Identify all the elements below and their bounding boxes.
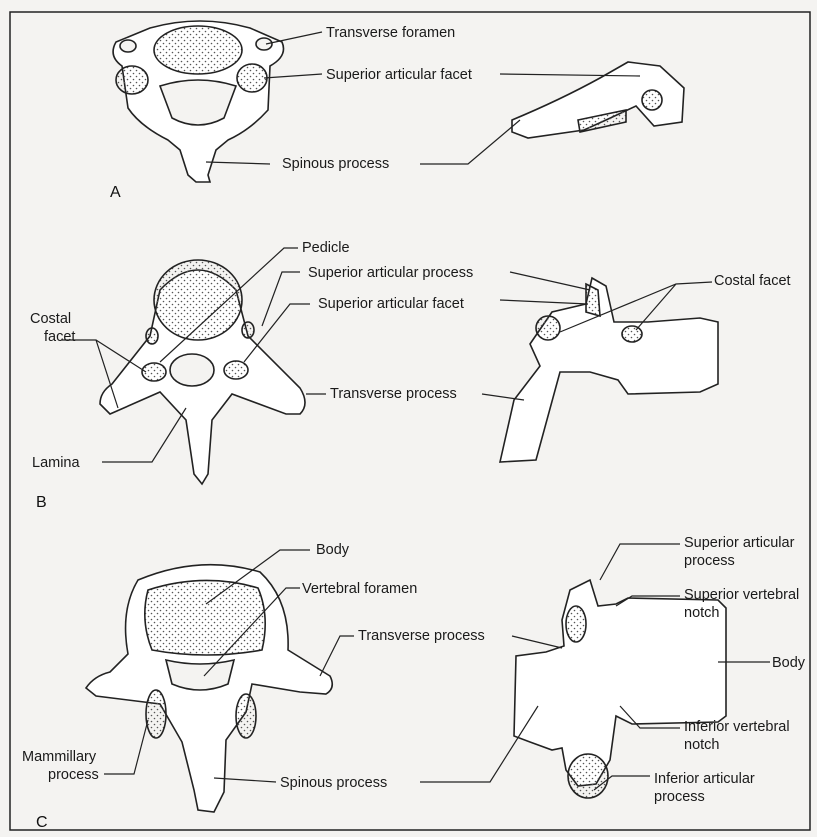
label-transverse-process-b: Transverse process	[330, 385, 457, 403]
label-inferior-articular-process-1: Inferior articular	[654, 770, 755, 788]
panel-label-c: C	[36, 814, 48, 832]
label-spinous-process-c: Spinous process	[280, 774, 387, 792]
label-inferior-articular-process-2: process	[654, 788, 705, 806]
panel-label-a: A	[110, 184, 121, 202]
panel-label-b: B	[36, 494, 47, 512]
label-mammillary-process-2: process	[48, 766, 99, 784]
cervical-vertebra-lateral-view	[512, 62, 684, 138]
label-costal-facet-right: Costal facet	[714, 272, 791, 290]
cervical-vertebra-superior-view	[113, 21, 283, 182]
label-vertebral-foramen: Vertebral foramen	[302, 580, 417, 598]
label-superior-articular-facet-a: Superior articular facet	[326, 66, 472, 84]
label-inferior-vertebral-notch-1: Inferior vertebral	[684, 718, 790, 736]
label-body-lateral: Body	[772, 654, 805, 672]
label-costal-facet-left-2: facet	[44, 328, 75, 346]
label-lamina: Lamina	[32, 454, 80, 472]
label-superior-articular-process-c-2: process	[684, 552, 735, 570]
label-superior-articular-process-c-1: Superior articular	[684, 534, 794, 552]
label-body: Body	[316, 541, 349, 559]
label-superior-articular-facet-b: Superior articular facet	[318, 295, 464, 313]
label-superior-articular-process-b: Superior articular process	[308, 264, 473, 282]
label-transverse-foramen: Transverse foramen	[326, 24, 455, 42]
label-superior-vertebral-notch-2: notch	[684, 604, 719, 622]
label-costal-facet-left-1: Costal	[30, 310, 71, 328]
thoracic-vertebra-lateral-view	[500, 278, 718, 462]
label-mammillary-process-1: Mammillary	[22, 748, 96, 766]
label-superior-vertebral-notch-1: Superior vertebral	[684, 586, 799, 604]
label-pedicle: Pedicle	[302, 239, 350, 257]
label-spinous-process-a: Spinous process	[282, 155, 389, 173]
label-transverse-process-c: Transverse process	[358, 627, 485, 645]
label-inferior-vertebral-notch-2: notch	[684, 736, 719, 754]
